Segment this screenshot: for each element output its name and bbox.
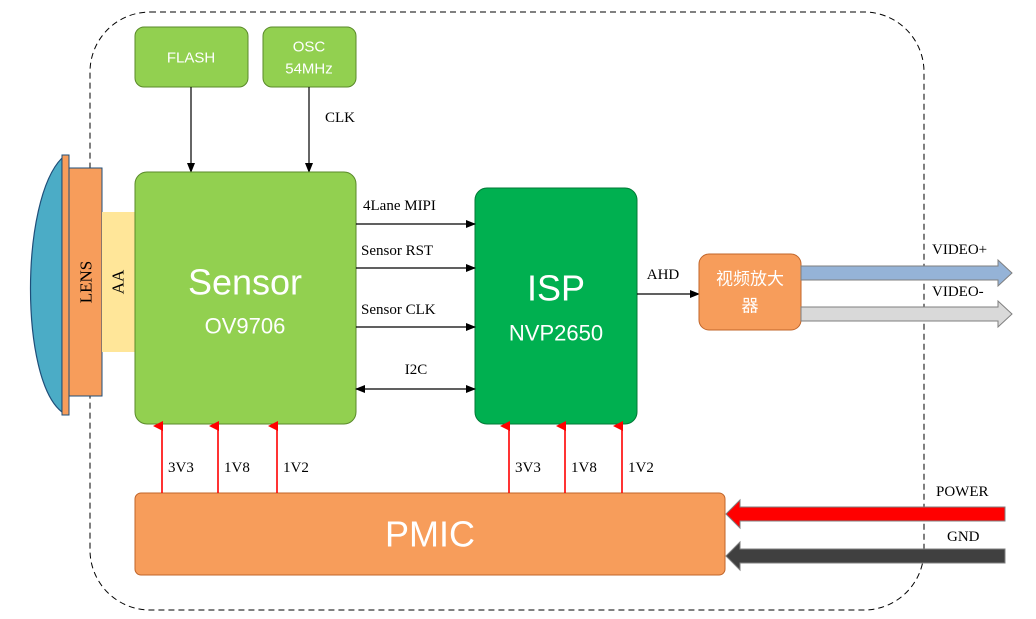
aa-label: AA (109, 269, 128, 294)
pmic-block (134, 492, 726, 576)
sensor-title: Sensor (188, 262, 302, 303)
gnd-label: GND (947, 529, 980, 545)
gnd-input-arrow (725, 540, 1006, 572)
video-amplifier-label-line1: 视频放大 (716, 270, 784, 289)
sensor-rst-label: Sensor RST (361, 243, 433, 259)
sensor-block (134, 171, 357, 425)
lens-rim (61, 154, 70, 416)
osc-label-line2: 54MHz (285, 61, 333, 78)
lens-dome (29, 156, 63, 414)
osc-block (262, 26, 357, 88)
isp-rail-3v3-label: 3V3 (515, 460, 541, 476)
lens-label: LENS (77, 261, 96, 304)
sensor-clk-label: Sensor CLK (361, 302, 436, 318)
mipi-label: 4Lane MIPI (363, 198, 436, 214)
video-minus-label: VIDEO- (932, 284, 984, 300)
i2c-label: I2C (405, 362, 428, 378)
flash-label: FLASH (167, 50, 215, 67)
ahd-label: AHD (647, 267, 680, 283)
clk-label: CLK (325, 110, 355, 126)
osc-label-line1: OSC (293, 39, 326, 56)
video-plus-arrow (800, 258, 1013, 288)
lens-block (68, 167, 103, 397)
sensor-rail-1v2-label: 1V2 (283, 460, 309, 476)
video-plus-label: VIDEO+ (932, 242, 987, 258)
video-minus-arrow (800, 299, 1013, 329)
power-label: POWER (936, 484, 989, 500)
pmic-label: PMIC (385, 514, 475, 555)
sensor-rail-3v3-label: 3V3 (168, 460, 194, 476)
aa-filter (102, 212, 135, 352)
isp-rail-1v2-label: 1V2 (628, 460, 654, 476)
power-input-arrow (725, 498, 1006, 530)
sensor-rail-1v8-label: 1V8 (224, 460, 250, 476)
isp-model: NVP2650 (509, 321, 603, 346)
video-amplifier-block (698, 253, 802, 331)
video-amplifier-label-line2: 器 (742, 297, 759, 316)
isp-rail-1v8-label: 1V8 (571, 460, 597, 476)
isp-title: ISP (527, 268, 585, 309)
sensor-model: OV9706 (205, 314, 286, 339)
